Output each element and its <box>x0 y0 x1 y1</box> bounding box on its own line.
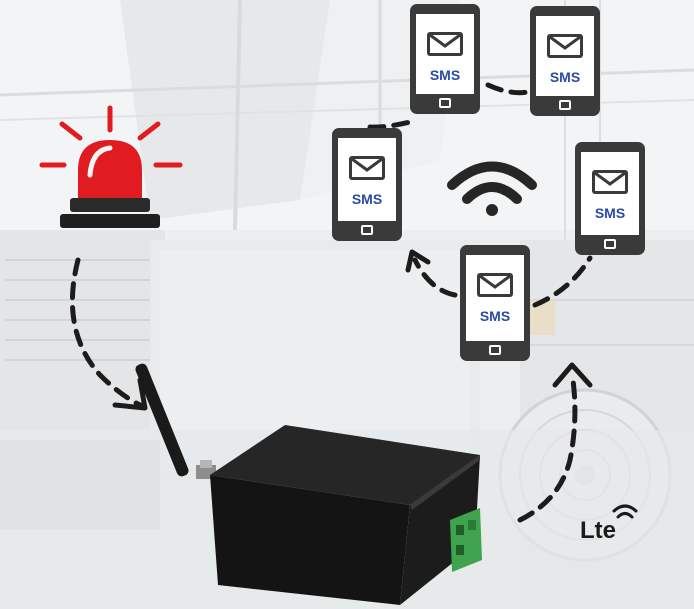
sms-label: SMS <box>550 69 580 85</box>
envelope-icon <box>477 273 513 297</box>
sms-label: SMS <box>430 67 460 83</box>
home-button-icon <box>361 225 373 235</box>
arrowhead-up-icon <box>552 362 593 388</box>
envelope-icon <box>547 34 583 58</box>
phone-to-left-arrow <box>412 257 458 298</box>
phone-1: SMS <box>410 4 480 114</box>
phone-5: SMS <box>460 245 530 361</box>
phone-3: SMS <box>332 128 402 241</box>
envelope-icon <box>349 156 385 180</box>
home-button-icon <box>489 345 501 355</box>
home-button-icon <box>604 239 616 249</box>
terminal-block <box>450 508 482 572</box>
sms-label: SMS <box>595 205 625 221</box>
home-button-icon <box>439 98 451 108</box>
sms-label: SMS <box>480 308 510 324</box>
top-to-topright-arrow <box>485 82 531 96</box>
signal-waves-icon <box>612 504 638 519</box>
phones-group: SMS SMS SMS SMS SMS <box>332 4 645 361</box>
wifi-icon <box>447 161 537 216</box>
envelope-icon <box>592 170 628 194</box>
device-to-phone-arrow <box>517 377 578 523</box>
lte-badge: Lte <box>580 504 638 544</box>
phone-2: SMS <box>530 6 600 116</box>
arrowhead-left-icon <box>405 249 431 273</box>
phone-to-right-arrow <box>532 255 593 308</box>
arrow-heads <box>112 249 593 411</box>
home-button-icon <box>559 100 571 110</box>
envelope-icon <box>427 32 463 56</box>
sms-label: SMS <box>352 191 382 207</box>
flow-arrows <box>69 82 593 523</box>
phone-4: SMS <box>575 142 645 255</box>
gsm-modem-device <box>135 363 482 605</box>
alarm-to-device-arrow <box>69 257 143 408</box>
arrowhead-down-icon <box>112 377 148 411</box>
alarm-beacon-icon <box>39 105 183 228</box>
lte-label: Lte <box>580 517 616 544</box>
left-to-top-arrow <box>367 119 413 130</box>
